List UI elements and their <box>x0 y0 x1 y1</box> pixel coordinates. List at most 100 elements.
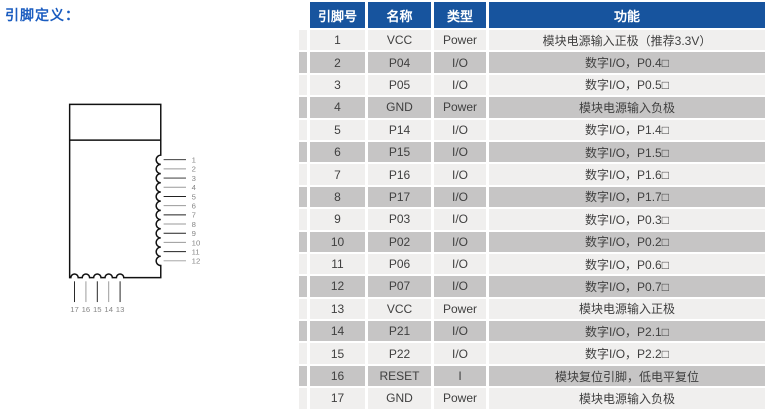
type-cell: I/O <box>434 119 486 140</box>
column-header-func: 功能 <box>489 2 765 28</box>
func-cell: 模块电源输入正极 <box>489 298 765 320</box>
type-cell: I/O <box>434 52 486 73</box>
type-cell: I/O <box>434 164 486 185</box>
right-pin-label: 3 <box>192 174 196 183</box>
name-cell: P14 <box>368 119 431 140</box>
type-cell: I/O <box>434 74 486 96</box>
column-header-pin: 引脚号 <box>310 2 365 28</box>
type-cell: I/O <box>434 186 486 208</box>
right-pin-label: 2 <box>192 165 196 174</box>
name-cell: GND <box>368 97 431 118</box>
row-spacer-cell <box>299 343 307 364</box>
row-spacer-cell <box>299 119 307 140</box>
bottom-pin-label: 14 <box>104 305 113 314</box>
type-cell: I/O <box>434 141 486 163</box>
func-cell: 模块电源输入负极 <box>489 97 765 118</box>
name-cell: P17 <box>368 186 431 208</box>
name-cell: VCC <box>368 30 431 51</box>
func-cell: 模块复位引脚，低电平复位 <box>489 365 765 387</box>
pin-cell: 6 <box>310 141 365 163</box>
right-pin-label: 8 <box>192 220 196 229</box>
func-cell: 数字I/O，P1.7□ <box>489 186 765 208</box>
bottom-pin-label: 17 <box>70 305 79 314</box>
row-spacer-cell <box>299 231 307 252</box>
right-pin-label: 5 <box>192 192 196 201</box>
name-cell: GND <box>368 388 431 409</box>
func-cell: 数字I/O，P0.3□ <box>489 209 765 230</box>
type-cell: I <box>434 365 486 387</box>
pin-cell: 2 <box>310 52 365 73</box>
func-cell: 数字I/O，P1.6□ <box>489 164 765 185</box>
right-pin-label: 6 <box>192 201 196 210</box>
bottom-pin-label: 13 <box>116 305 125 314</box>
right-pin-label: 4 <box>192 183 197 192</box>
pin-cell: 5 <box>310 119 365 140</box>
func-cell: 模块电源输入正极（推荐3.3V） <box>489 30 765 51</box>
func-cell: 数字I/O，P1.4□ <box>489 119 765 140</box>
type-cell: Power <box>434 30 486 51</box>
right-pin-label: 1 <box>192 156 196 165</box>
column-header-name: 名称 <box>368 2 431 28</box>
right-pin-label: 11 <box>192 247 200 256</box>
name-cell: P22 <box>368 343 431 364</box>
func-cell: 数字I/O，P0.5□ <box>489 74 765 96</box>
name-cell: P07 <box>368 276 431 297</box>
pin-cell: 13 <box>310 298 365 320</box>
name-cell: P05 <box>368 74 431 96</box>
type-cell: Power <box>434 97 486 118</box>
name-cell: VCC <box>368 298 431 320</box>
pin-cell: 11 <box>310 253 365 275</box>
func-cell: 数字I/O，P2.1□ <box>489 321 765 342</box>
row-spacer-cell <box>299 164 307 185</box>
table-header-row: 引脚号 名称 类型 功能 <box>299 2 765 28</box>
pin-cell: 9 <box>310 209 365 230</box>
header-spacer-cell <box>299 2 307 28</box>
func-cell: 数字I/O，P1.5□ <box>489 141 765 163</box>
type-cell: I/O <box>434 343 486 364</box>
row-spacer-cell <box>299 209 307 230</box>
pin-cell: 15 <box>310 343 365 364</box>
row-spacer-cell <box>299 253 307 275</box>
bottom-pin-label: 15 <box>93 305 102 314</box>
row-spacer-cell <box>299 388 307 409</box>
name-cell: RESET <box>368 365 431 387</box>
func-cell: 模块电源输入负极 <box>489 388 765 409</box>
row-spacer-cell <box>299 97 307 118</box>
bottom-pin-label: 16 <box>82 305 91 314</box>
name-cell: P02 <box>368 231 431 252</box>
pin-cell: 17 <box>310 388 365 409</box>
func-cell: 数字I/O，P0.7□ <box>489 276 765 297</box>
row-spacer-cell <box>299 321 307 342</box>
pin-cell: 7 <box>310 164 365 185</box>
row-spacer-cell <box>299 30 307 51</box>
pin-cell: 8 <box>310 186 365 208</box>
type-cell: Power <box>434 298 486 320</box>
func-cell: 数字I/O，P2.2□ <box>489 343 765 364</box>
right-pin-label: 7 <box>192 211 196 220</box>
type-cell: I/O <box>434 253 486 275</box>
name-cell: P04 <box>368 52 431 73</box>
name-cell: P15 <box>368 141 431 163</box>
type-cell: Power <box>434 388 486 409</box>
type-cell: I/O <box>434 209 486 230</box>
page-title: 引脚定义： <box>5 7 80 23</box>
row-spacer-cell <box>299 52 307 73</box>
